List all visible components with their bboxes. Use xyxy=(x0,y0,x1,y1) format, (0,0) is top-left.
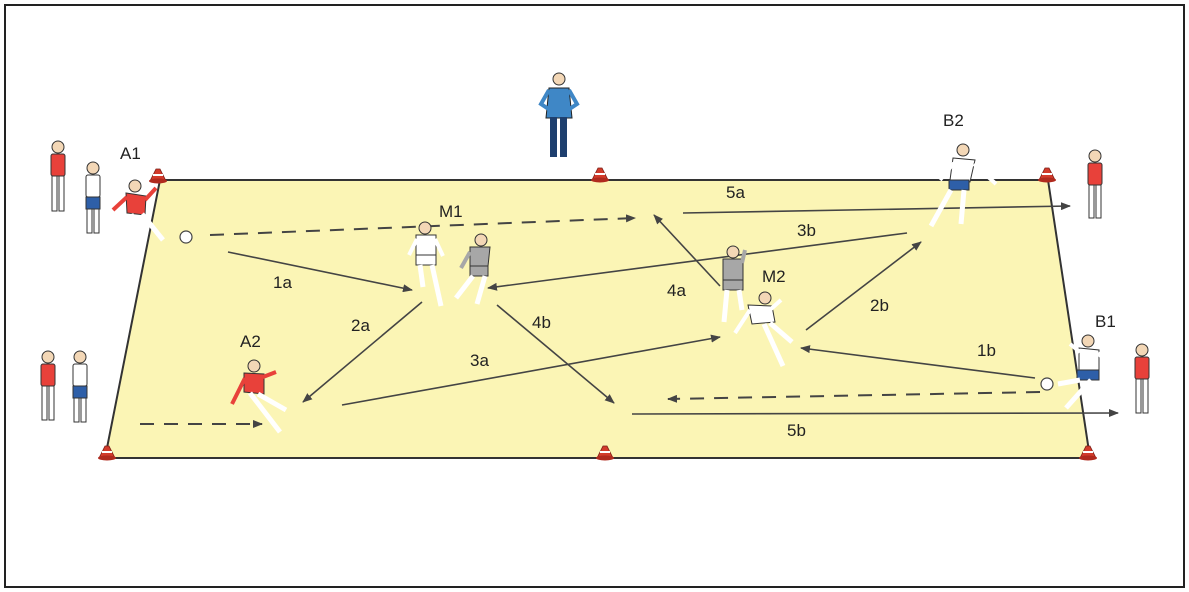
waiting-player-icon xyxy=(85,161,101,234)
label-a1: A1 xyxy=(120,144,141,163)
label-b1: B1 xyxy=(1095,312,1116,331)
arrow-2b xyxy=(805,241,922,331)
label-2a: 2a xyxy=(351,316,370,335)
player-m1-white-icon xyxy=(407,221,445,307)
player-m2-white-icon xyxy=(733,291,794,368)
cone-icon xyxy=(148,168,168,184)
arrow-3b xyxy=(487,232,908,291)
label-a2: A2 xyxy=(240,332,261,351)
waiting-player-icon xyxy=(40,350,56,421)
player-b2-icon xyxy=(928,143,998,228)
ball-icon xyxy=(179,230,193,244)
arrow-3a xyxy=(341,334,721,406)
player-b1-icon xyxy=(1057,334,1116,410)
coach-figure-icon xyxy=(538,72,580,157)
label-4b: 4b xyxy=(532,313,551,332)
arrow-5b xyxy=(631,409,1119,418)
label-m1: M1 xyxy=(439,202,463,221)
waiting-player-icon xyxy=(72,350,88,423)
player-a1-icon xyxy=(111,179,165,245)
cone-icon xyxy=(590,167,610,183)
label-5a: 5a xyxy=(726,183,745,202)
label-3a: 3a xyxy=(470,351,489,370)
cone-icon xyxy=(1037,167,1057,183)
arrow-5a xyxy=(682,202,1071,214)
arrow-4b xyxy=(496,304,615,404)
waiting-player-icon xyxy=(1134,343,1150,414)
arrow-1b xyxy=(800,345,1036,379)
arrow-2a xyxy=(302,301,423,403)
pitch xyxy=(103,179,1092,459)
arrow-4a xyxy=(653,214,721,287)
waiting-player-icon xyxy=(1087,149,1103,219)
label-5b: 5b xyxy=(787,421,806,440)
ball-icon xyxy=(1040,377,1054,391)
player-m1-grey-icon xyxy=(454,233,491,305)
label-1b: 1b xyxy=(977,341,996,360)
waiting-player-icon xyxy=(50,140,66,212)
label-4a: 4a xyxy=(667,281,686,300)
label-b2: B2 xyxy=(943,111,964,130)
label-1a: 1a xyxy=(273,273,292,292)
label-3b: 3b xyxy=(797,221,816,240)
player-m2-grey-icon xyxy=(721,245,747,323)
label-2b: 2b xyxy=(870,296,889,315)
player-a2-icon xyxy=(230,359,288,434)
arrow-1a xyxy=(227,251,413,293)
label-m2: M2 xyxy=(762,267,786,286)
